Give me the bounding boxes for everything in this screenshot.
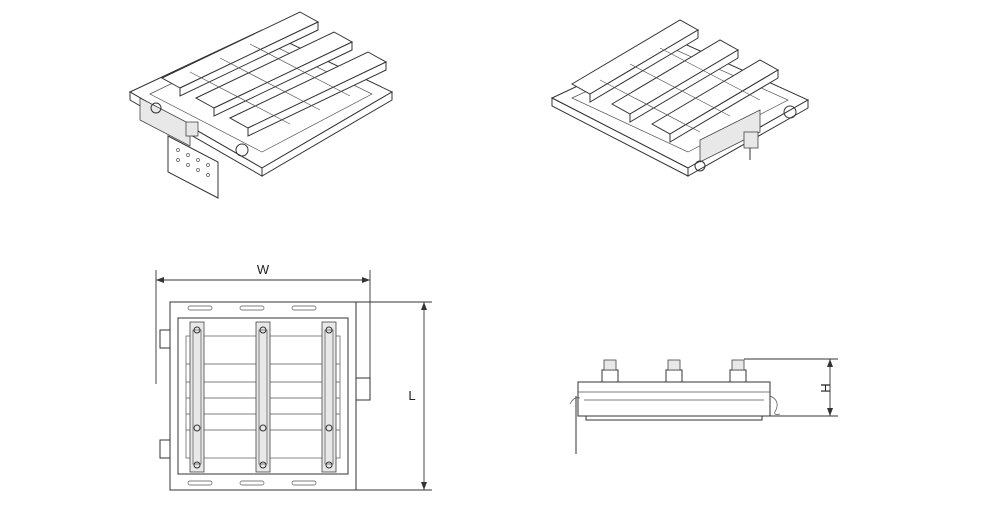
length-label: L xyxy=(408,388,415,403)
isometric-view-right xyxy=(550,19,810,177)
side-view: H xyxy=(569,358,838,454)
width-label: W xyxy=(257,262,270,277)
height-label: H xyxy=(818,383,833,392)
isometric-view-left xyxy=(128,11,394,199)
plan-view: W L xyxy=(155,262,432,491)
